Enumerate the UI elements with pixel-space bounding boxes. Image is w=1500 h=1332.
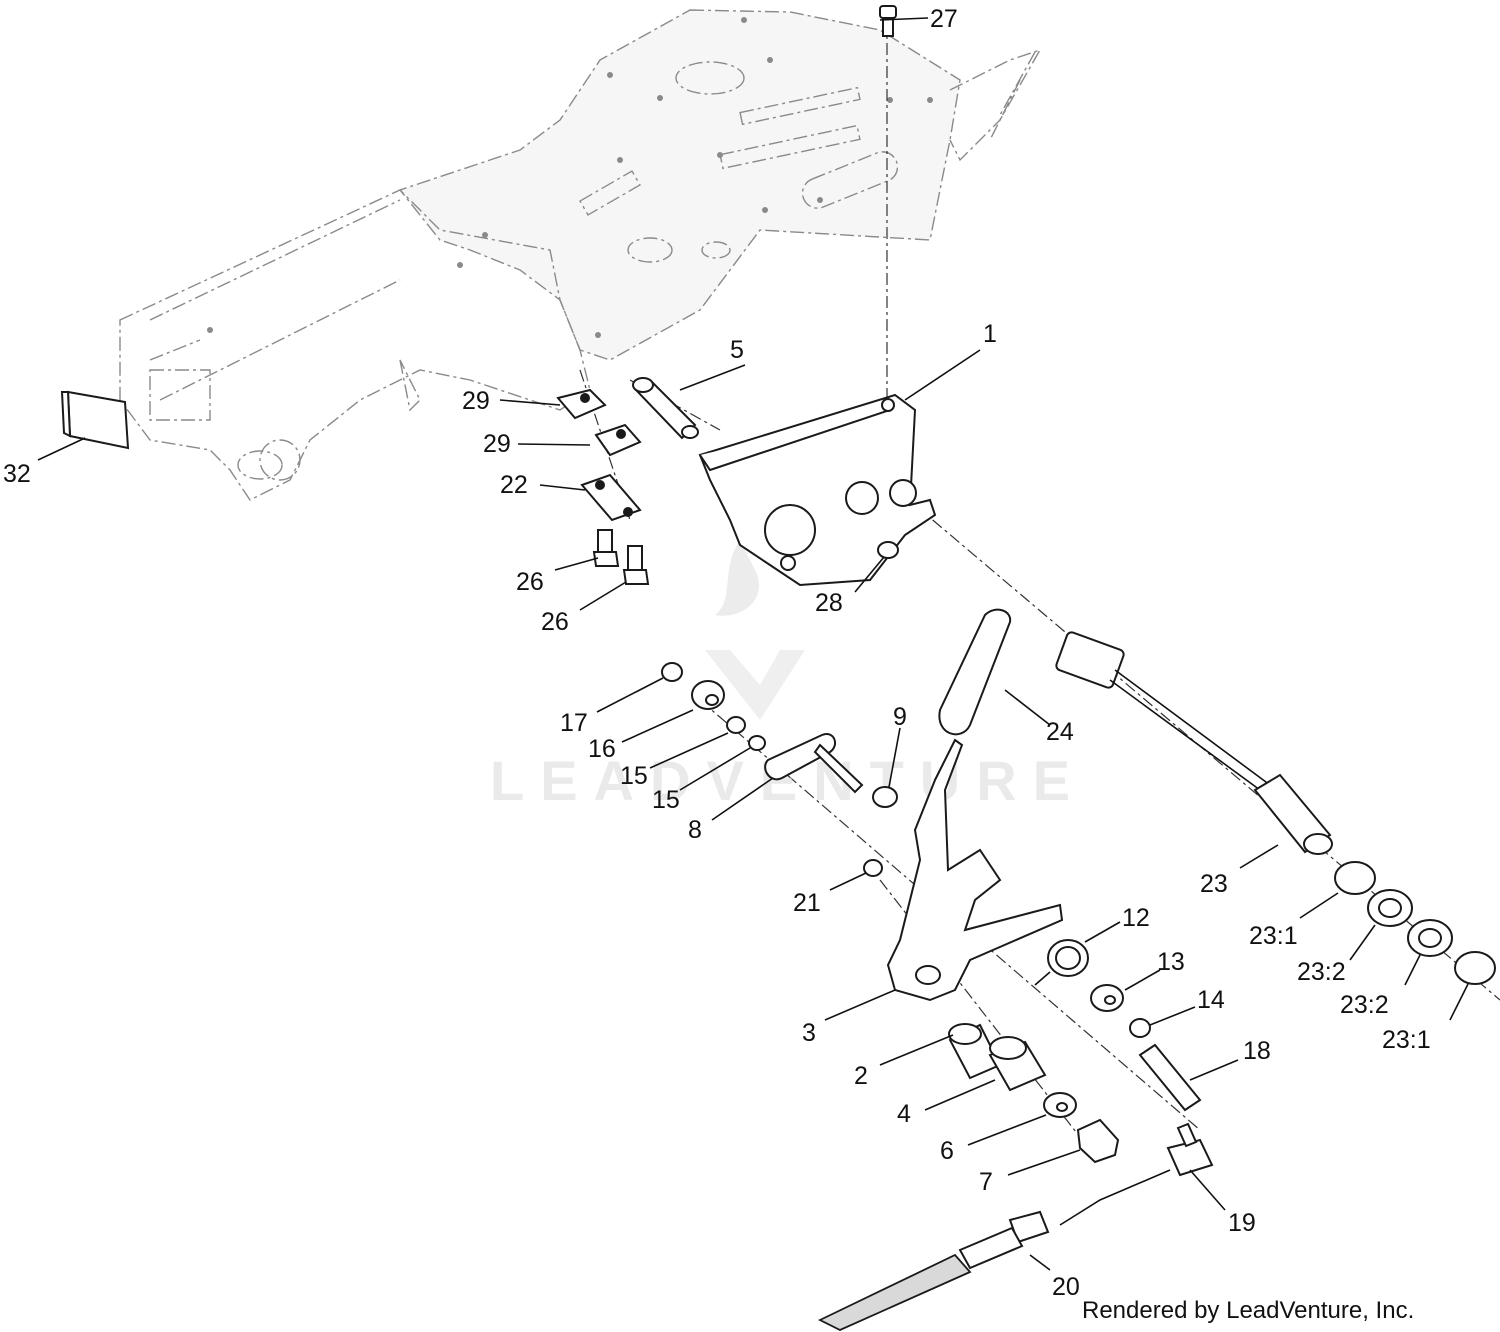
callout-23-1-upper: 23:1 xyxy=(1249,922,1298,950)
callout-24: 24 xyxy=(1046,718,1074,746)
callout-1: 1 xyxy=(983,320,997,348)
part-6-washer xyxy=(1043,1092,1077,1118)
part-19-cable-end xyxy=(1166,1122,1214,1177)
part-7-nut xyxy=(1076,1118,1120,1164)
callout-18: 18 xyxy=(1243,1037,1271,1065)
callout-15-lower: 15 xyxy=(652,786,680,814)
callout-leader-lines xyxy=(37,17,1469,1271)
callout-17: 17 xyxy=(560,709,588,737)
callout-26-upper: 26 xyxy=(516,568,544,596)
callout-23-2-upper: 23:2 xyxy=(1297,958,1346,986)
callout-9: 9 xyxy=(893,703,907,731)
part-29-clip-lower xyxy=(594,423,642,457)
callout-16: 16 xyxy=(588,735,616,763)
part-23-switch-harness xyxy=(1055,631,1333,855)
part-20-cable xyxy=(817,1169,1171,1331)
part-28-nut xyxy=(877,541,899,559)
part-9-bushing xyxy=(872,786,898,808)
callout-27: 27 xyxy=(930,5,958,33)
part-23-2-washer-a xyxy=(1367,889,1413,927)
part-15-washer-a xyxy=(726,716,746,734)
ghost-frame-assembly xyxy=(119,9,1042,501)
part-13-washer xyxy=(1090,984,1124,1012)
callout-23: 23 xyxy=(1200,870,1228,898)
part-3-lever xyxy=(886,738,1064,1002)
part-4-bushing xyxy=(988,1036,1047,1092)
part-2-sleeve xyxy=(948,1023,1002,1080)
callout-13: 13 xyxy=(1157,948,1185,976)
callout-6: 6 xyxy=(940,1137,954,1165)
callout-7: 7 xyxy=(979,1168,993,1196)
callout-14: 14 xyxy=(1197,986,1225,1014)
callout-19: 19 xyxy=(1228,1209,1256,1237)
callout-32: 32 xyxy=(3,460,31,488)
part-23-1-nut-b xyxy=(1454,951,1496,985)
part-27-bolt xyxy=(879,5,897,37)
part-16-spacer xyxy=(691,680,725,710)
part-29-clip-upper xyxy=(556,388,607,420)
callout-29-upper: 29 xyxy=(462,387,490,415)
part-26-screw-a xyxy=(592,529,620,567)
callout-8: 8 xyxy=(688,816,702,844)
part-22-plate xyxy=(580,473,642,522)
part-17-nut xyxy=(661,662,683,682)
callout-4: 4 xyxy=(897,1100,911,1128)
callout-20: 20 xyxy=(1052,1273,1080,1301)
part-12-spring xyxy=(1034,939,1089,986)
callout-labels: 27 1 5 29 29 22 32 26 26 28 17 16 15 15 … xyxy=(3,5,1431,1301)
part-1-bracket xyxy=(698,393,937,587)
part-5-pin xyxy=(632,377,699,440)
leadventure-watermark: LEADVENTURE xyxy=(490,540,1070,812)
callout-29-lower: 29 xyxy=(483,430,511,458)
part-18-stud xyxy=(1138,1043,1202,1112)
part-21-nut xyxy=(863,859,883,877)
callout-23-2-lower: 23:2 xyxy=(1340,991,1389,1019)
callout-3: 3 xyxy=(802,1019,816,1047)
part-8-link xyxy=(764,733,864,794)
callout-5: 5 xyxy=(730,336,744,364)
part-23-2-washer-b xyxy=(1407,919,1453,957)
callout-21: 21 xyxy=(793,889,821,917)
callout-28: 28 xyxy=(815,589,843,617)
part-15-washer-b xyxy=(748,735,766,751)
part-14-nut xyxy=(1129,1018,1151,1038)
rendered-by-footer: Rendered by LeadVenture, Inc. xyxy=(1082,1297,1414,1324)
callout-26-lower: 26 xyxy=(541,608,569,636)
part-26-screw-b xyxy=(622,545,650,585)
part-24-grip xyxy=(938,608,1012,736)
part-23-1-nut-a xyxy=(1334,861,1376,895)
callout-23-1-lower: 23:1 xyxy=(1382,1026,1431,1054)
callout-22: 22 xyxy=(500,471,528,499)
callout-2: 2 xyxy=(854,1062,868,1090)
part-32-plug xyxy=(60,390,130,450)
callout-15-upper: 15 xyxy=(620,762,648,790)
callout-12: 12 xyxy=(1122,904,1150,932)
